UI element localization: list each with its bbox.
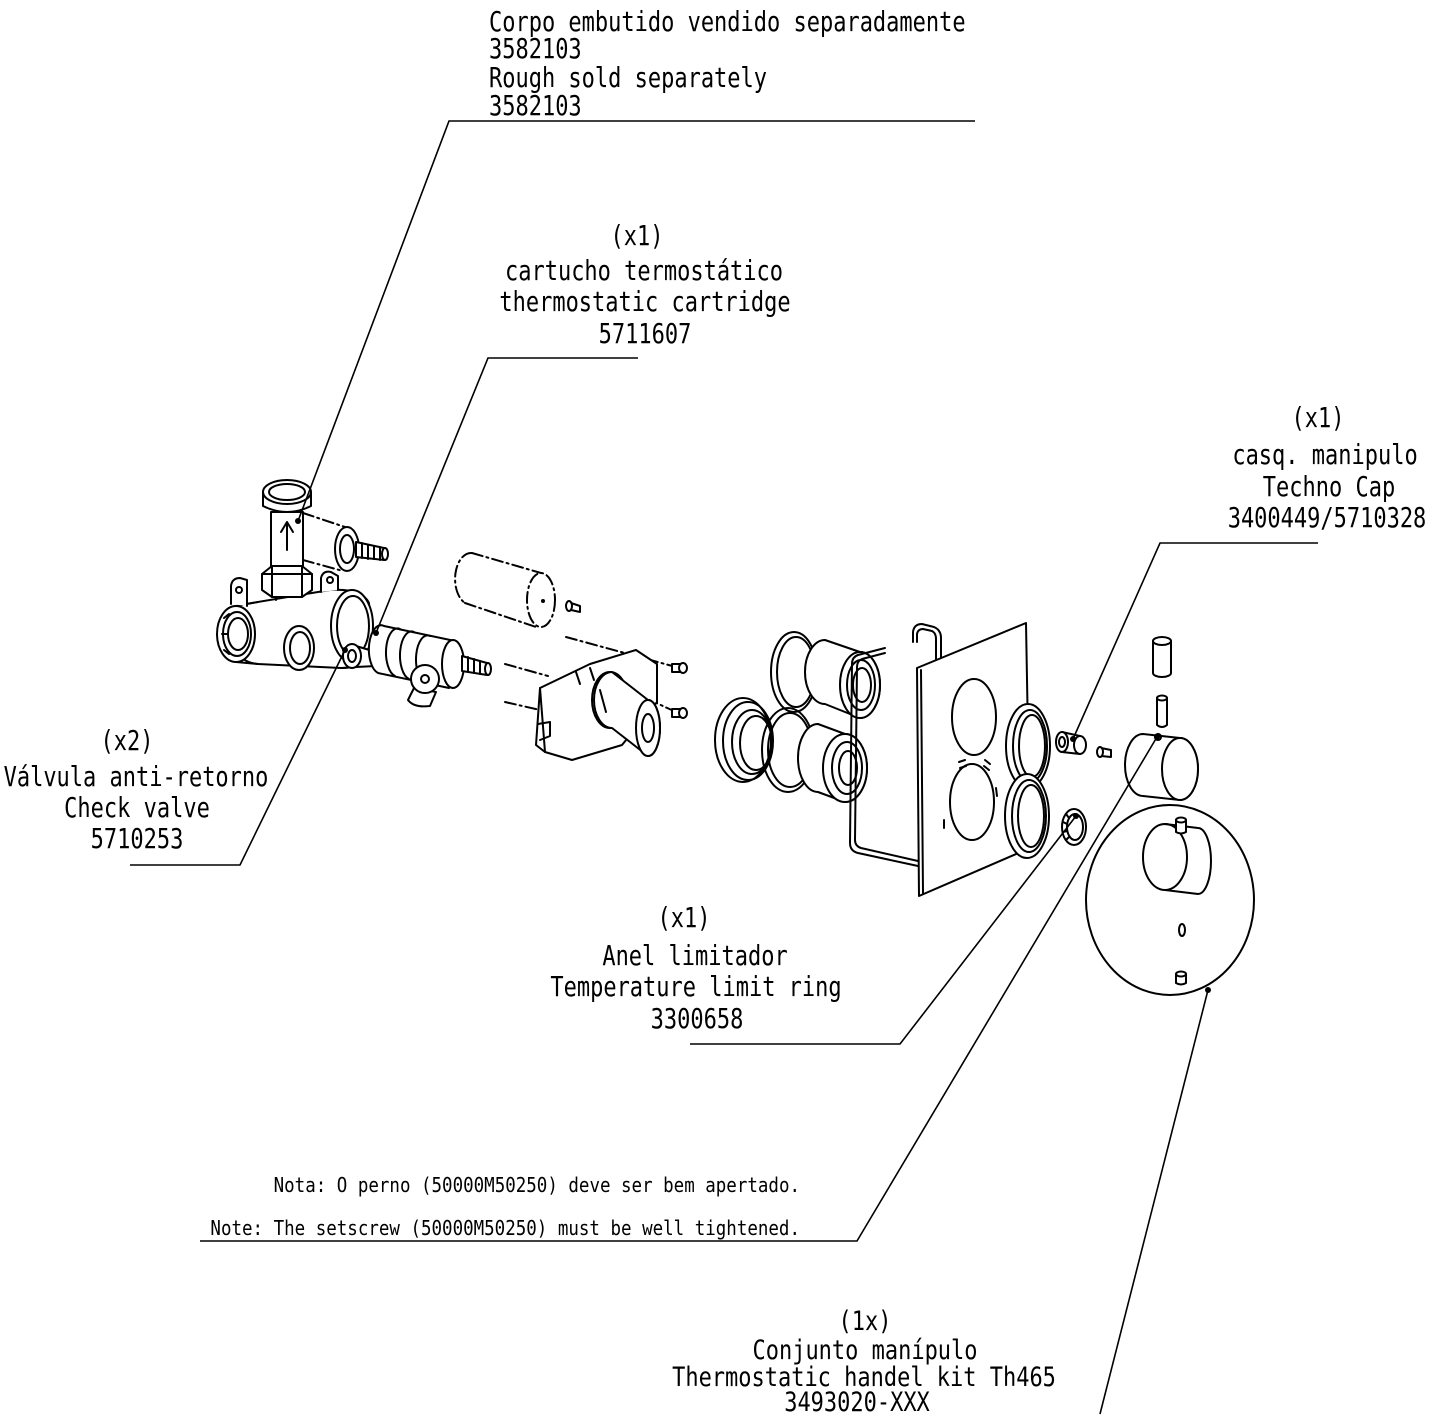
leader-line-check-valve	[130, 649, 346, 866]
rough-body-label-en: Rough sold separately	[489, 62, 767, 94]
callout-limit-ring: (x1) Anel limitador Temperature limit ri…	[550, 902, 841, 1035]
leader-line-cartridge	[375, 357, 638, 634]
callout-cartridge: (x1) cartucho termostático thermostatic …	[499, 220, 790, 350]
mounted-handle	[1142, 816, 1212, 895]
handle-insert	[1156, 694, 1168, 728]
callout-rough-body: Corpo embutido vendido separadamente 358…	[489, 6, 966, 122]
handle-kit-label-pt: Conjunto manípulo	[753, 1334, 978, 1366]
callout-cap: (x1) casq. manipulo Techno Cap 3400449/5…	[1228, 402, 1427, 534]
limit-ring-label-en: Temperature limit ring	[550, 971, 841, 1003]
cartridge-label-en: thermostatic cartridge	[499, 286, 790, 318]
limit-ring-label-pt: Anel limitador	[602, 940, 787, 972]
leader-line-limit-ring	[690, 815, 1077, 1045]
cartridge-housing-outline	[454, 551, 556, 628]
setscrew	[1096, 746, 1112, 758]
note-en: Note: The setscrew (50000M50250) must be…	[210, 1218, 800, 1240]
limit-ring-code: 3300658	[651, 1003, 744, 1035]
techno-cap	[1055, 731, 1087, 755]
cover-plate	[916, 622, 1031, 897]
leader-dot-limit-ring	[1073, 813, 1079, 819]
sleeve-ring	[714, 697, 774, 783]
check-valve-qty: (x2)	[101, 725, 154, 757]
callout-check-valve: (x2) Válvula anti-retorno Check valve 57…	[4, 725, 269, 855]
handle-kit-label-en: Thermostatic handel kit Th465	[672, 1361, 1056, 1393]
small-screw	[565, 600, 581, 613]
cap-label-en: Techno Cap	[1263, 471, 1395, 503]
cap-qty: (x1)	[1292, 402, 1345, 434]
leader-dot-rough-body	[295, 518, 301, 524]
leaders	[130, 120, 1318, 1415]
valve-body	[216, 479, 389, 671]
handle-cylinder	[1124, 733, 1199, 801]
check-valve-label-en: Check valve	[64, 792, 210, 824]
leader-dot-handle-kit	[1205, 987, 1211, 993]
limit-ring-qty: (x1)	[658, 902, 711, 934]
rough-body-code-1: 3582103	[489, 33, 582, 65]
cap-code: 3400449/5710328	[1228, 502, 1427, 534]
plate-gasket	[849, 623, 942, 867]
trim-ring-lower	[1004, 773, 1050, 859]
cap-label-pt: casq. manipulo	[1232, 439, 1417, 471]
leader-dot-cap	[1070, 736, 1076, 742]
check-valve-code: 5710253	[91, 823, 184, 855]
leader-line-handle-kit	[1099, 989, 1209, 1415]
leader-line-rough-body	[297, 120, 975, 522]
callout-handle-kit: (1x) Conjunto manípulo Thermostatic hand…	[672, 1305, 1056, 1415]
leader-line-cap	[1072, 542, 1318, 740]
escutcheon-plate	[1085, 804, 1255, 996]
cartridge-qty: (x1)	[611, 220, 664, 252]
bracket-screw-upper	[671, 662, 688, 674]
setscrew-notes: Nota: O perno (50000M50250) deve ser bem…	[210, 1175, 800, 1240]
leader-dot-setscrew-note	[1154, 734, 1160, 740]
cartridge-code: 5711607	[599, 318, 692, 350]
note-pt: Nota: O perno (50000M50250) deve ser bem…	[274, 1175, 800, 1197]
leader-dot-check-valve	[342, 647, 348, 653]
handle-kit-qty: (1x)	[839, 1305, 892, 1337]
handle-kit-code: 3493020-XXX	[784, 1386, 930, 1415]
rough-body-label-pt: Corpo embutido vendido separadamente	[489, 6, 966, 38]
leader-dot-cartridge	[373, 630, 379, 636]
handle-pin	[1152, 636, 1172, 678]
rough-body-code-2: 3582103	[489, 90, 582, 122]
cartridge-label-pt: cartucho termostático	[505, 255, 783, 287]
leader-line-setscrew-note	[200, 736, 1158, 1242]
bracket-screw-lower	[671, 707, 688, 719]
thermostatic-cartridge	[367, 624, 492, 708]
mounting-bracket	[504, 636, 677, 761]
check-valve-label-pt: Válvula anti-retorno	[4, 761, 269, 793]
